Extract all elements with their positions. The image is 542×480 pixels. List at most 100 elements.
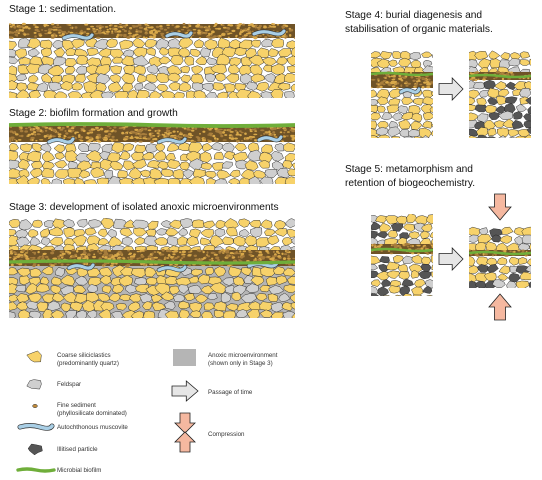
fine-sediment-particle [31,138,34,142]
fine-sediment-particle [254,257,257,260]
fine-sediment-particle [249,128,252,131]
feldspar-grain [15,229,29,238]
fine-sediment-particle [144,23,148,26]
fine-sediment-particle [124,264,130,267]
fine-sediment-particle [476,254,480,257]
quartz-grain [422,96,433,106]
quartz-grain [18,168,30,179]
fine-sediment-particle [188,136,193,139]
fine-sediment-particle [129,27,133,30]
quartz-grain [101,285,112,294]
quartz-grain [519,271,531,281]
quartz-grain [221,236,234,246]
quartz-grain [387,59,398,67]
fine-sediment-particle [405,84,409,87]
fine-sediment-particle [194,258,198,261]
fine-sediment-particle [143,249,147,251]
quartz-grain [145,228,157,237]
fine-sediment-particle [208,25,211,28]
feldspar-grain [274,143,286,152]
fine-sediment-particle [256,255,260,258]
fine-sediment-particle [244,28,247,31]
fine-sediment-particle [214,140,218,142]
feldspar-grain [282,310,295,318]
fine-sediment-particle [9,31,11,34]
stage-5-title-line1: Stage 5: metamorphism and [345,164,473,175]
illitised-grain [487,264,499,273]
quartz-grain [26,37,41,49]
fine-sediment-particle [129,136,134,140]
fine-sediment-particle [36,30,41,33]
quartz-grain [75,73,86,83]
quartz-grain [67,91,83,98]
quartz-grain [200,162,213,170]
fine-sediment-particle [272,25,277,28]
quartz-grain [9,294,21,303]
fine-sediment-particle [139,249,142,253]
stage-2-title: Stage 2: biofilm formation and growth [9,108,178,119]
quartz-grain [190,73,205,85]
quartz-grain [260,219,273,229]
quartz-grain [147,220,159,230]
fine-sediment-particle [382,83,386,86]
fine-sediment-particle [84,23,89,26]
fine-sediment-particle [371,78,376,81]
quartz-grain [178,82,192,92]
quartz-grain [153,150,167,161]
quartz-grain [258,160,271,169]
fine-sediment-particle [51,135,56,138]
fine-sediment-particle [65,32,69,35]
fine-sediment-particle [163,258,166,260]
fine-sediment-particle [267,256,271,258]
quartz-grain [212,162,224,171]
fine-sediment-particle [221,131,226,134]
fine-sediment-particle [59,250,64,253]
quartz-grain [386,261,400,271]
fine-sediment-particle [224,134,228,136]
fine-sediment-particle [405,75,408,78]
fine-sediment-particle [183,127,187,130]
feldspar-grain [248,176,261,184]
quartz-grain [144,266,157,278]
quartz-grain [188,276,199,284]
feldspar-grain [178,228,189,237]
fine-sediment-particle [44,30,48,32]
feldspar-grain [245,283,259,293]
quartz-grain [123,65,136,75]
quartz-grain [15,89,31,98]
feldspar-grain [235,159,249,170]
quartz-grain [386,104,399,114]
fine-sediment-particle [113,28,118,31]
quartz-grain [55,169,69,179]
fine-sediment-particle [31,251,37,254]
fine-sediment-particle [268,130,271,134]
fine-sediment-particle [18,135,23,137]
fine-sediment-particle [43,23,48,27]
fine-sediment-particle [418,80,421,83]
quartz-grain [388,285,401,294]
fine-sediment-particle [50,251,55,255]
fine-sediment-particle [9,252,14,255]
fine-sediment-particle [207,255,211,258]
legend-anoxic-label-2: (shown only in Stage 3) [208,360,273,367]
fine-sediment-particle [67,30,70,34]
fine-sediment-particle [35,126,40,130]
fine-sediment-particle [400,76,405,78]
fine-sediment-particle [11,138,14,142]
feldspar-grain [278,292,291,302]
quartz-grain [178,36,193,49]
fine-sediment-particle [199,133,201,135]
fine-sediment-particle [371,244,374,247]
fine-sediment-particle [56,131,59,134]
fine-sediment-particle [380,81,384,84]
fine-sediment-particle [97,29,102,32]
quartz-grain [117,170,128,179]
quartz-grain [190,49,201,57]
fine-sediment-particle [149,31,154,35]
fine-sediment-particle [190,250,193,253]
quartz-grain [89,89,104,98]
quartz-grain [132,37,146,49]
legend-coarse-label-2: (predominantly quartz) [57,360,119,367]
fine-sediment-particle [182,255,186,258]
quartz-grain [86,47,99,56]
